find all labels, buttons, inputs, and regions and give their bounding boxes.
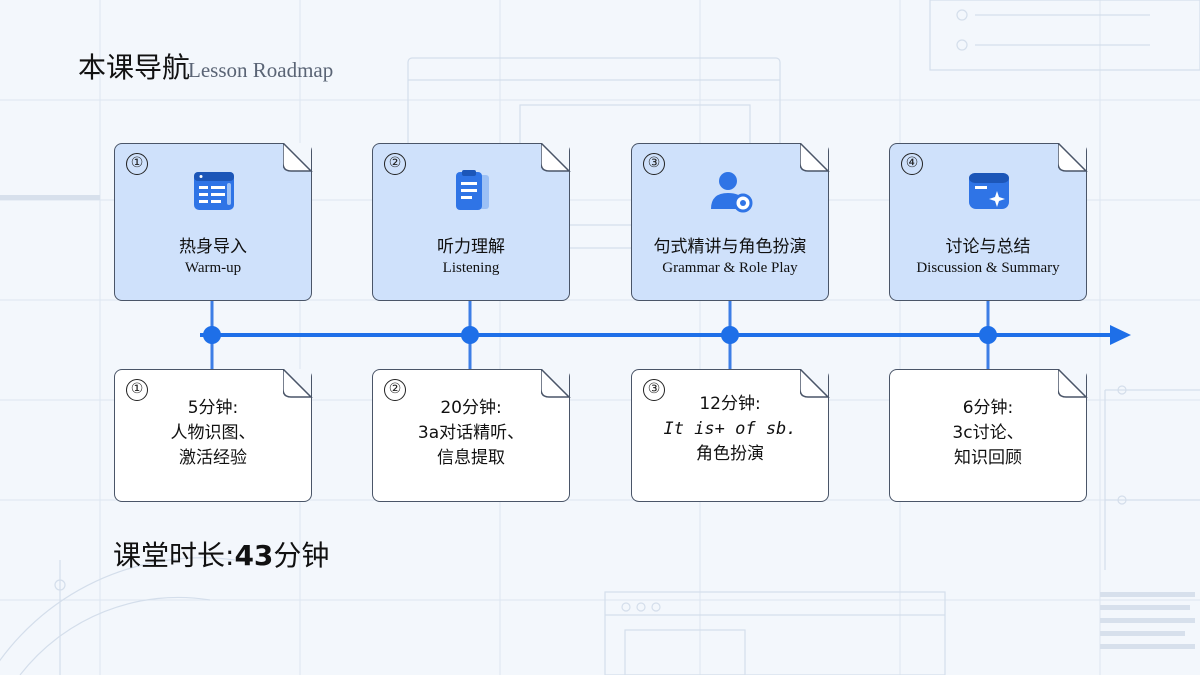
note-card-listening: ② 20分钟: 3a对话精听、 信息提取 — [372, 368, 571, 502]
stage-title-english: Listening — [442, 260, 500, 276]
folded-corner — [540, 368, 571, 398]
stage-title-chinese: 句式精讲与角色扮演 — [653, 237, 807, 257]
note-line: 人物识图、 — [170, 423, 256, 443]
folded-corner — [799, 368, 830, 398]
stage-number: ① — [126, 153, 148, 175]
folded-corner — [282, 368, 313, 398]
note-text: 20分钟: 3a对话精听、 信息提取 — [373, 396, 569, 471]
note-line: 激活经验 — [179, 448, 247, 468]
stage-number: ④ — [901, 153, 923, 175]
note-duration: 5分钟: — [187, 398, 239, 418]
stage-title-english: Discussion & Summary — [916, 260, 1060, 276]
duration-unit: 分钟 — [273, 539, 330, 572]
stage-number: ② — [384, 153, 406, 175]
stage-card-warm-up: ① 热身导入 Warm-up — [114, 142, 313, 301]
folded-corner — [540, 142, 571, 172]
note-line: 3a对话精听、 — [417, 423, 525, 443]
note-text: 12分钟: It is+ of sb. 角色扮演 — [632, 392, 828, 467]
note-text: 6分钟: 3c讨论、 知识回顾 — [890, 396, 1086, 471]
person-settings-icon — [711, 172, 753, 213]
stage-title-chinese: 讨论与总结 — [945, 237, 1031, 257]
note-number: ③ — [643, 379, 665, 401]
page-heading: 本课导航Lesson Roadmap — [78, 46, 333, 86]
timeline-node-2 — [461, 326, 479, 344]
list-document-icon — [194, 172, 234, 210]
note-line: 知识回顾 — [954, 448, 1022, 468]
timeline-arrowhead — [1110, 325, 1131, 345]
note-card-discussion-summary: 6分钟: 3c讨论、 知识回顾 — [889, 368, 1088, 502]
note-line: 信息提取 — [437, 448, 505, 468]
timeline-node-4 — [979, 326, 997, 344]
timeline-node-3 — [721, 326, 739, 344]
duration-label: 课堂时长: — [113, 539, 235, 572]
note-number: ① — [126, 379, 148, 401]
heading-chinese: 本课导航 — [78, 51, 191, 84]
folded-corner — [282, 142, 313, 172]
note-duration: 6分钟: — [962, 398, 1014, 418]
stage-title-english: Warm-up — [184, 260, 242, 276]
note-card-grammar-role-play: ③ 12分钟: It is+ of sb. 角色扮演 — [631, 368, 830, 502]
note-number: ② — [384, 379, 406, 401]
folded-corner — [1057, 142, 1088, 172]
total-duration: 课堂时长:43分钟 — [113, 534, 329, 574]
duration-value: 43 — [234, 539, 274, 572]
stage-title-chinese: 听力理解 — [437, 237, 505, 257]
heading-english: Lesson Roadmap — [188, 58, 334, 82]
folded-corner — [1057, 368, 1088, 398]
stage-card-discussion-summary: ④ 讨论与总结 Discussion & Summary — [889, 142, 1088, 301]
stage-card-listening: ② 听力理解 Listening — [372, 142, 571, 301]
note-card-warm-up: ① 5分钟: 人物识图、 激活经验 — [114, 368, 313, 502]
note-line: 3c讨论、 — [952, 423, 1024, 443]
note-text: 5分钟: 人物识图、 激活经验 — [115, 396, 311, 471]
stage-title-chinese: 热身导入 — [179, 237, 247, 257]
clipboard-document-icon — [456, 170, 489, 210]
sparkle-card-icon — [969, 173, 1009, 209]
timeline-node-1 — [203, 326, 221, 344]
stage-title-english: Grammar & Role Play — [662, 260, 798, 276]
note-duration: 20分钟: — [440, 398, 502, 418]
note-line: It is+ of sb. — [663, 419, 797, 439]
stage-card-grammar-role-play: ③ 句式精讲与角色扮演 Grammar & Role Play — [631, 142, 830, 301]
folded-corner — [799, 142, 830, 172]
note-line: 角色扮演 — [696, 444, 764, 464]
stage-number: ③ — [643, 153, 665, 175]
note-duration: 12分钟: — [699, 394, 761, 414]
